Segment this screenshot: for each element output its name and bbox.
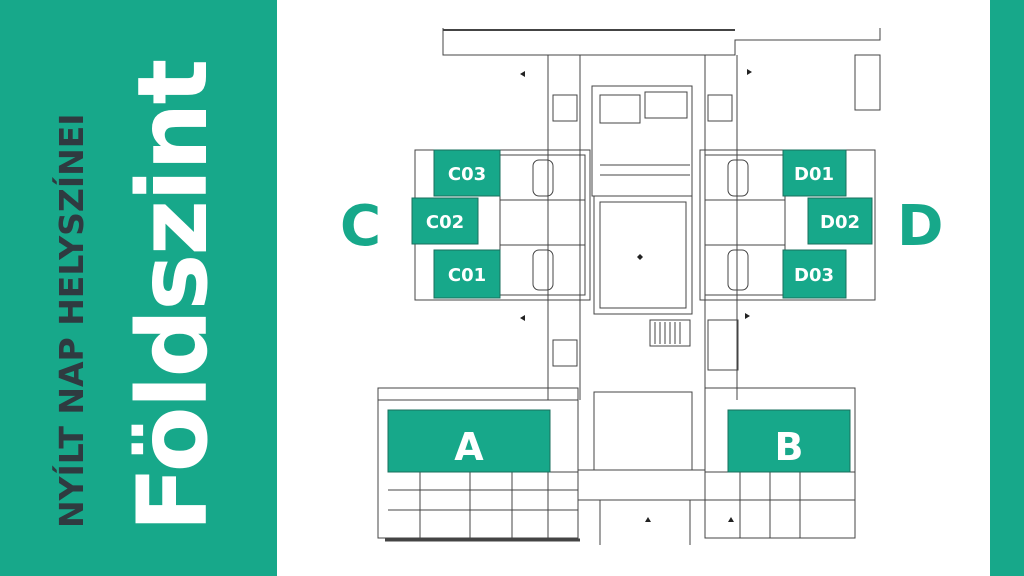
plan-b-block: [704, 387, 856, 539]
room-c01-label: C01: [448, 265, 486, 286]
left-color-band: [0, 0, 277, 576]
plan-stairs-right-top: [707, 94, 733, 122]
wing-label-c: C: [340, 194, 382, 259]
plan-central-upper-hall: [591, 85, 693, 197]
plan-stairs-left-bottom: [552, 339, 578, 367]
plan-table: [532, 159, 554, 197]
plan-c-wing-room: [499, 199, 586, 246]
plan-stairs-left-top: [552, 94, 578, 122]
plan-detail: [600, 164, 690, 176]
plan-arrow: [745, 313, 750, 319]
plan-detail: [419, 472, 549, 538]
plan-a-block: [377, 387, 579, 539]
room-a: A: [387, 409, 551, 473]
room-d03-label: D03: [794, 265, 834, 286]
plan-arrow: [728, 517, 734, 522]
plan-detail: [599, 94, 641, 124]
room-d02-label: D02: [820, 212, 860, 233]
plan-c-wing-room: [499, 244, 586, 296]
right-color-band: [990, 0, 1024, 576]
room-b-label: B: [775, 425, 804, 469]
plan-detail: [644, 91, 688, 119]
plan-lower-courtyard: [593, 391, 693, 471]
plan-top-boundary: [442, 28, 881, 56]
plan-arrow: [520, 315, 525, 321]
plan-bottom-connector: [578, 469, 705, 545]
plan-table: [532, 249, 554, 291]
room-c02: C02: [411, 197, 479, 245]
plan-left-corridor: [547, 55, 581, 400]
plan-arrow: [645, 517, 651, 522]
room-c01: C01: [433, 249, 501, 299]
room-b: B: [727, 409, 851, 473]
plan-stairs-right-bottom: [707, 319, 739, 371]
room-d01: D01: [782, 149, 847, 197]
room-c03: C03: [433, 149, 501, 197]
plan-stairs: [649, 319, 691, 347]
plan-central-courtyard: [593, 195, 693, 315]
plan-c-wing-room: [499, 154, 586, 201]
plan-top-right-block: [854, 54, 881, 111]
room-d01-label: D01: [794, 164, 834, 185]
plan-d-wing-room: [704, 199, 786, 246]
plan-arrow: [520, 71, 525, 77]
plan-detail: [705, 471, 855, 501]
room-d03: D03: [782, 249, 847, 299]
plan-d-wing-room: [704, 244, 786, 296]
plan-detail: [388, 471, 578, 511]
plan-detail: [739, 472, 801, 538]
plan-table: [727, 159, 749, 197]
plan-marker: [637, 254, 643, 260]
plan-central-courtyard-inner: [599, 201, 687, 309]
plan-d-wing-room: [704, 154, 786, 201]
plan-table: [727, 249, 749, 291]
room-d02: D02: [807, 197, 873, 245]
room-c03-label: C03: [448, 164, 486, 185]
wing-label-d: D: [897, 194, 944, 259]
plan-stair-steps: [654, 322, 681, 344]
room-a-label: A: [454, 425, 484, 469]
room-c02-label: C02: [426, 212, 464, 233]
plan-arrow: [747, 69, 752, 75]
